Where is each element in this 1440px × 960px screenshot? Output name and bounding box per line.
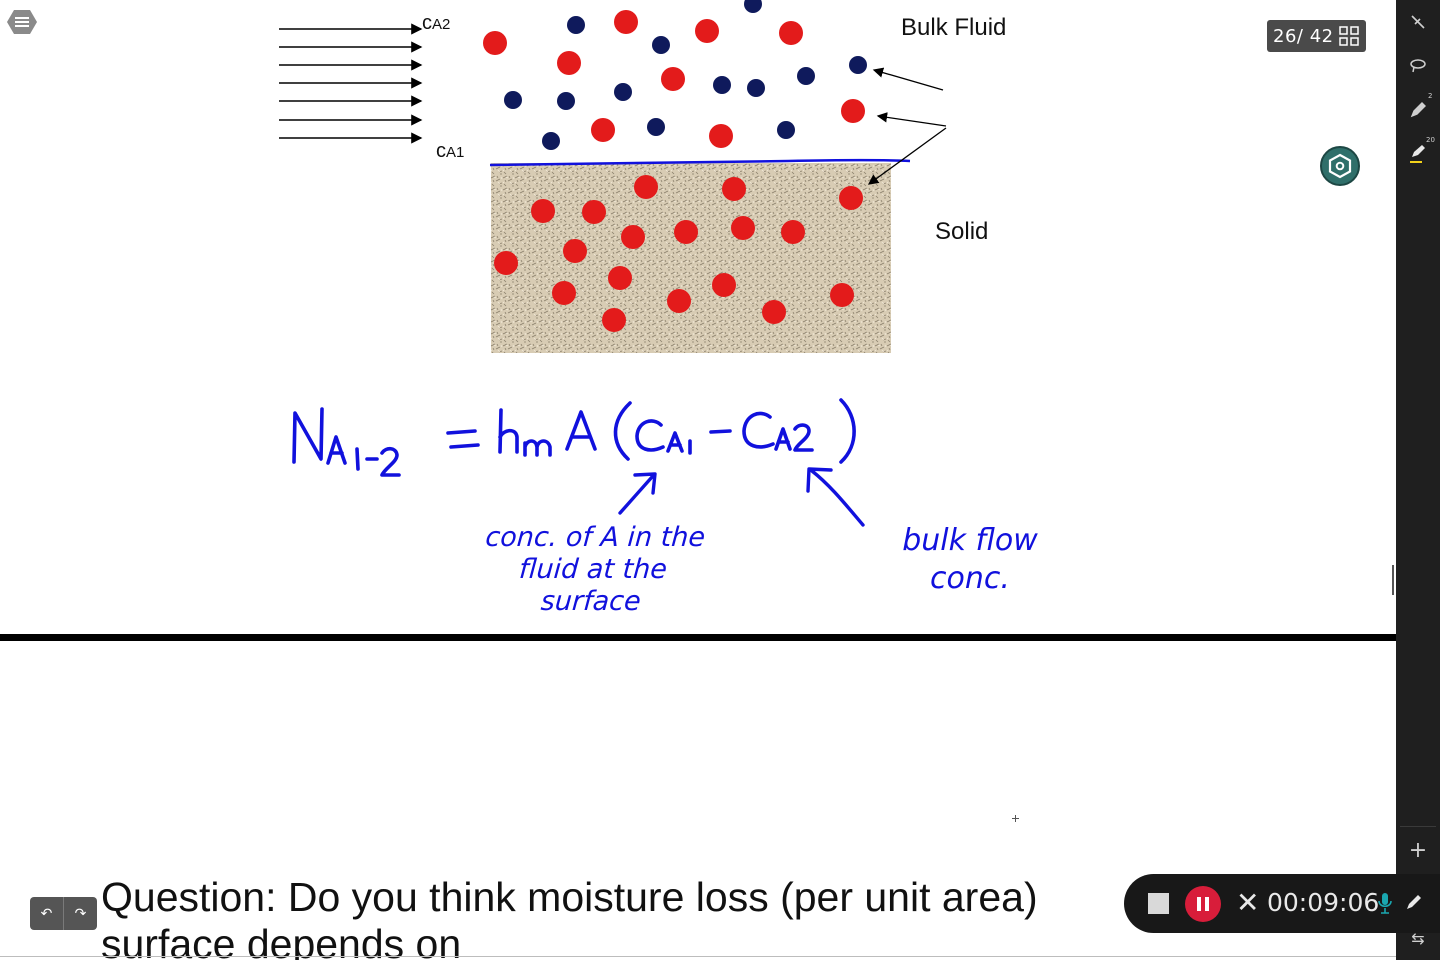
highlighter-tool-button[interactable] xyxy=(1402,138,1434,170)
handwritten-arrows xyxy=(618,467,865,527)
note-left: conc. of A in the fluid at the surface xyxy=(484,522,707,617)
ca2-label: cA2 xyxy=(422,12,451,34)
close-recording-button[interactable]: ✕ xyxy=(1236,888,1259,918)
question-line-2: surface depends on xyxy=(101,921,462,960)
pen-tool-button[interactable] xyxy=(1402,94,1434,126)
question-line-1: Question: Do you think moisture loss (pe… xyxy=(101,874,1038,920)
grid-view-icon xyxy=(1339,26,1359,46)
interface-line xyxy=(489,159,911,167)
highlighter-size-badge: 20 xyxy=(1426,136,1435,144)
recording-timer: 00:09:06 xyxy=(1267,888,1380,917)
close-icon: ✕ xyxy=(1236,886,1260,919)
note-right: bulk flow conc. xyxy=(902,523,1038,596)
hexagon-icon xyxy=(1328,153,1352,179)
menu-button[interactable] xyxy=(6,6,38,38)
scroll-indicator[interactable] xyxy=(1392,565,1394,595)
page-counter[interactable]: 26/ 42 xyxy=(1267,20,1366,52)
pointer-arrows xyxy=(867,67,947,185)
slide-canvas: cA2 cA1 xyxy=(0,0,1396,960)
right-toolbar: 2 20 + − ⇆ xyxy=(1396,0,1440,960)
undo-button[interactable]: ↶ xyxy=(30,897,64,930)
annotate-button[interactable] xyxy=(1404,892,1424,917)
page-counter-text: 26/ 42 xyxy=(1273,25,1334,47)
laser-pointer-icon xyxy=(1411,15,1425,29)
add-page-button[interactable]: + xyxy=(1402,834,1434,866)
pointer-tool-button[interactable] xyxy=(1402,6,1434,38)
stop-recording-button[interactable] xyxy=(1148,893,1169,914)
microphone-icon xyxy=(1378,893,1392,914)
pause-recording-button[interactable] xyxy=(1185,886,1221,922)
red-particles xyxy=(483,10,865,332)
pen-size-badge: 2 xyxy=(1428,92,1433,100)
lasso-icon xyxy=(1410,59,1426,73)
swap-side-button[interactable]: ⇆ xyxy=(1402,922,1434,954)
menu-hexagon-icon xyxy=(7,10,37,34)
handwritten-equation xyxy=(292,398,856,477)
undo-icon: ↶ xyxy=(40,905,53,922)
solid-label: Solid xyxy=(935,218,989,245)
slide-divider xyxy=(0,634,1396,641)
plus-icon: + xyxy=(1408,837,1428,863)
flow-arrows xyxy=(279,23,423,144)
microphone-button[interactable] xyxy=(1376,891,1394,920)
bulk-fluid-label: Bulk Fluid xyxy=(901,14,1007,41)
undo-redo-group: ↶ ↷ xyxy=(30,897,97,930)
pencil-icon xyxy=(1407,895,1421,909)
hexagon-action-button[interactable] xyxy=(1320,146,1360,186)
navy-particles xyxy=(504,0,867,150)
lasso-tool-button[interactable] xyxy=(1402,50,1434,82)
cursor-crosshair xyxy=(1012,809,1019,822)
highlighter-icon xyxy=(1410,145,1425,163)
solid-block xyxy=(491,163,891,353)
pen-icon xyxy=(1410,102,1426,118)
redo-icon: ↷ xyxy=(74,905,87,922)
redo-button[interactable]: ↷ xyxy=(64,897,97,930)
toolbar-separator xyxy=(1400,826,1436,827)
bottom-edge-line xyxy=(0,956,1396,957)
ca1-label: cA1 xyxy=(436,140,465,162)
particles xyxy=(483,0,867,332)
swap-arrows-icon: ⇆ xyxy=(1411,928,1425,948)
question-text: Question: Do you think moisture loss (pe… xyxy=(101,874,1201,960)
recording-bar: ✕ 00:09:06 xyxy=(1124,874,1440,933)
